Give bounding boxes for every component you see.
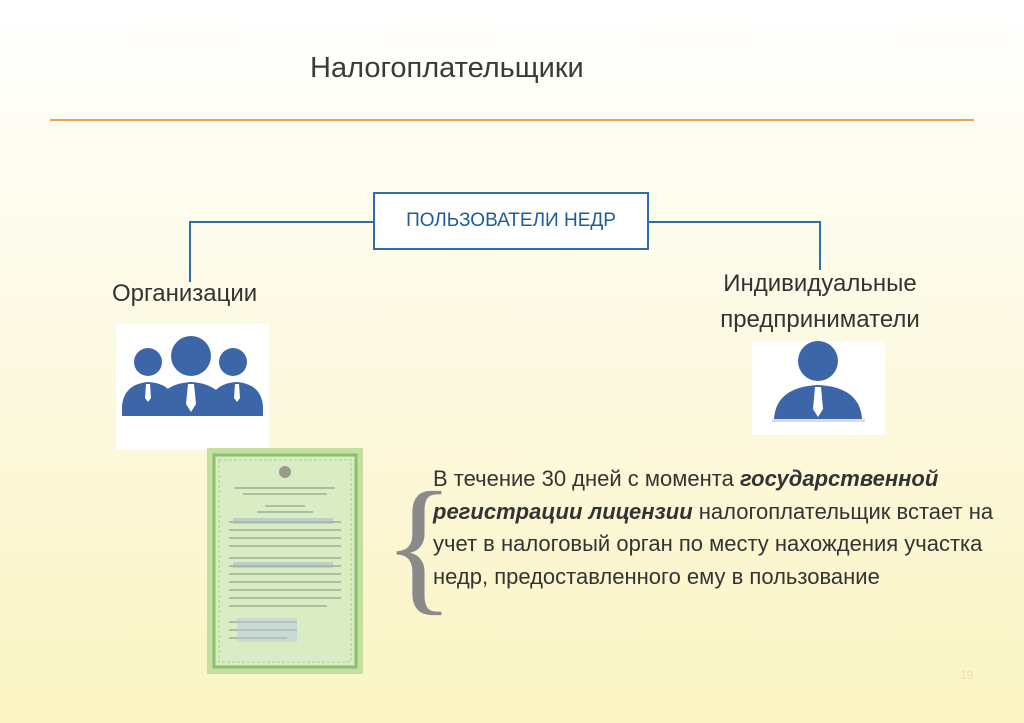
curly-brace-icon: { <box>383 462 455 628</box>
entrepreneurs-label-line2: предприниматели <box>720 306 920 333</box>
note-emphasis: государственной регистрации лицензии <box>433 466 939 524</box>
people-group-icon <box>116 324 269 450</box>
entrepreneurs-label: Индивидуальные предприниматели <box>700 266 940 338</box>
person-icon <box>752 341 885 435</box>
note-text-end: налогоплательщик встает на учет в налого… <box>433 498 994 589</box>
entrepreneurs-label-line1: Индивидуальные <box>723 270 917 297</box>
subsoil-users-box: ПОЛЬЗОВАТЕЛИ НЕДР <box>373 192 649 250</box>
note-text-start: В течение 30 дней с момента <box>433 466 740 491</box>
slide-title: Налогоплательщики <box>310 52 584 84</box>
registration-note: В течение 30 дней с момента государствен… <box>433 463 1003 593</box>
license-document-icon <box>207 448 363 674</box>
page-number: 19 <box>960 668 974 682</box>
title-divider <box>50 119 974 121</box>
organizations-label: Организации <box>112 280 258 307</box>
